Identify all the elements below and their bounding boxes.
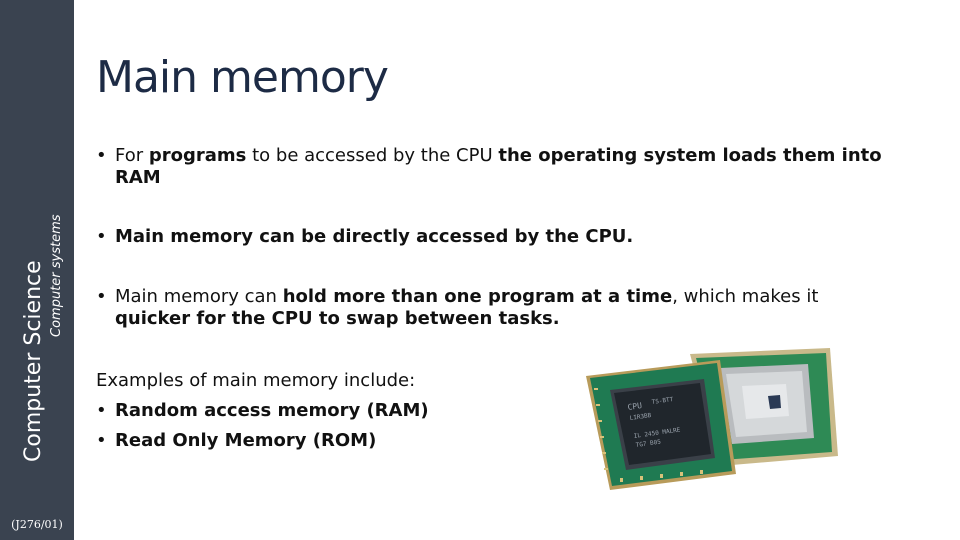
- slide-title: Main memory: [96, 52, 389, 103]
- bullet-2: • Main memory can be directly accessed b…: [96, 226, 896, 248]
- examples-intro: Examples of main memory include:: [96, 370, 416, 391]
- chip-label-2: TS-BTT: [651, 396, 674, 406]
- bullet-dot: •: [96, 286, 107, 307]
- bullet-dot: •: [96, 430, 107, 451]
- chip-label-3: LIR3BB: [629, 412, 652, 422]
- cpu-chip-image: CPU TS-BTT LIR3BB IL 2450 MALRE TG7 B05: [586, 348, 838, 490]
- bullet-dot: •: [96, 226, 107, 247]
- chip-label-5: TG7 B05: [635, 438, 661, 449]
- bullet-1: • For programs to be accessed by the CPU…: [96, 145, 896, 189]
- sidebar-topic: Computer systems: [49, 214, 64, 337]
- example-item: • Read Only Memory (ROM): [96, 426, 556, 456]
- bullet-text: For programs to be accessed by the CPU t…: [115, 145, 882, 188]
- chip-label-1: CPU: [627, 401, 643, 412]
- example-text: Read Only Memory (ROM): [115, 430, 377, 451]
- example-text: Random access memory (RAM): [115, 400, 429, 421]
- bullet-text: Main memory can hold more than one progr…: [115, 286, 819, 329]
- bullet-dot: •: [96, 400, 107, 421]
- bullet-3: • Main memory can hold more than one pro…: [96, 286, 896, 330]
- example-item: • Random access memory (RAM): [96, 396, 556, 426]
- cpu-chip-front: CPU TS-BTT LIR3BB IL 2450 MALRE TG7 B05: [586, 360, 736, 490]
- sidebar: [0, 0, 74, 540]
- examples-block: Examples of main memory include: • Rando…: [96, 366, 556, 456]
- sidebar-subject: Computer Science: [21, 260, 46, 462]
- bullet-dot: •: [96, 145, 107, 166]
- bullet-text: Main memory can be directly accessed by …: [115, 226, 634, 247]
- sidebar-spec-code: (J276/01): [11, 518, 63, 531]
